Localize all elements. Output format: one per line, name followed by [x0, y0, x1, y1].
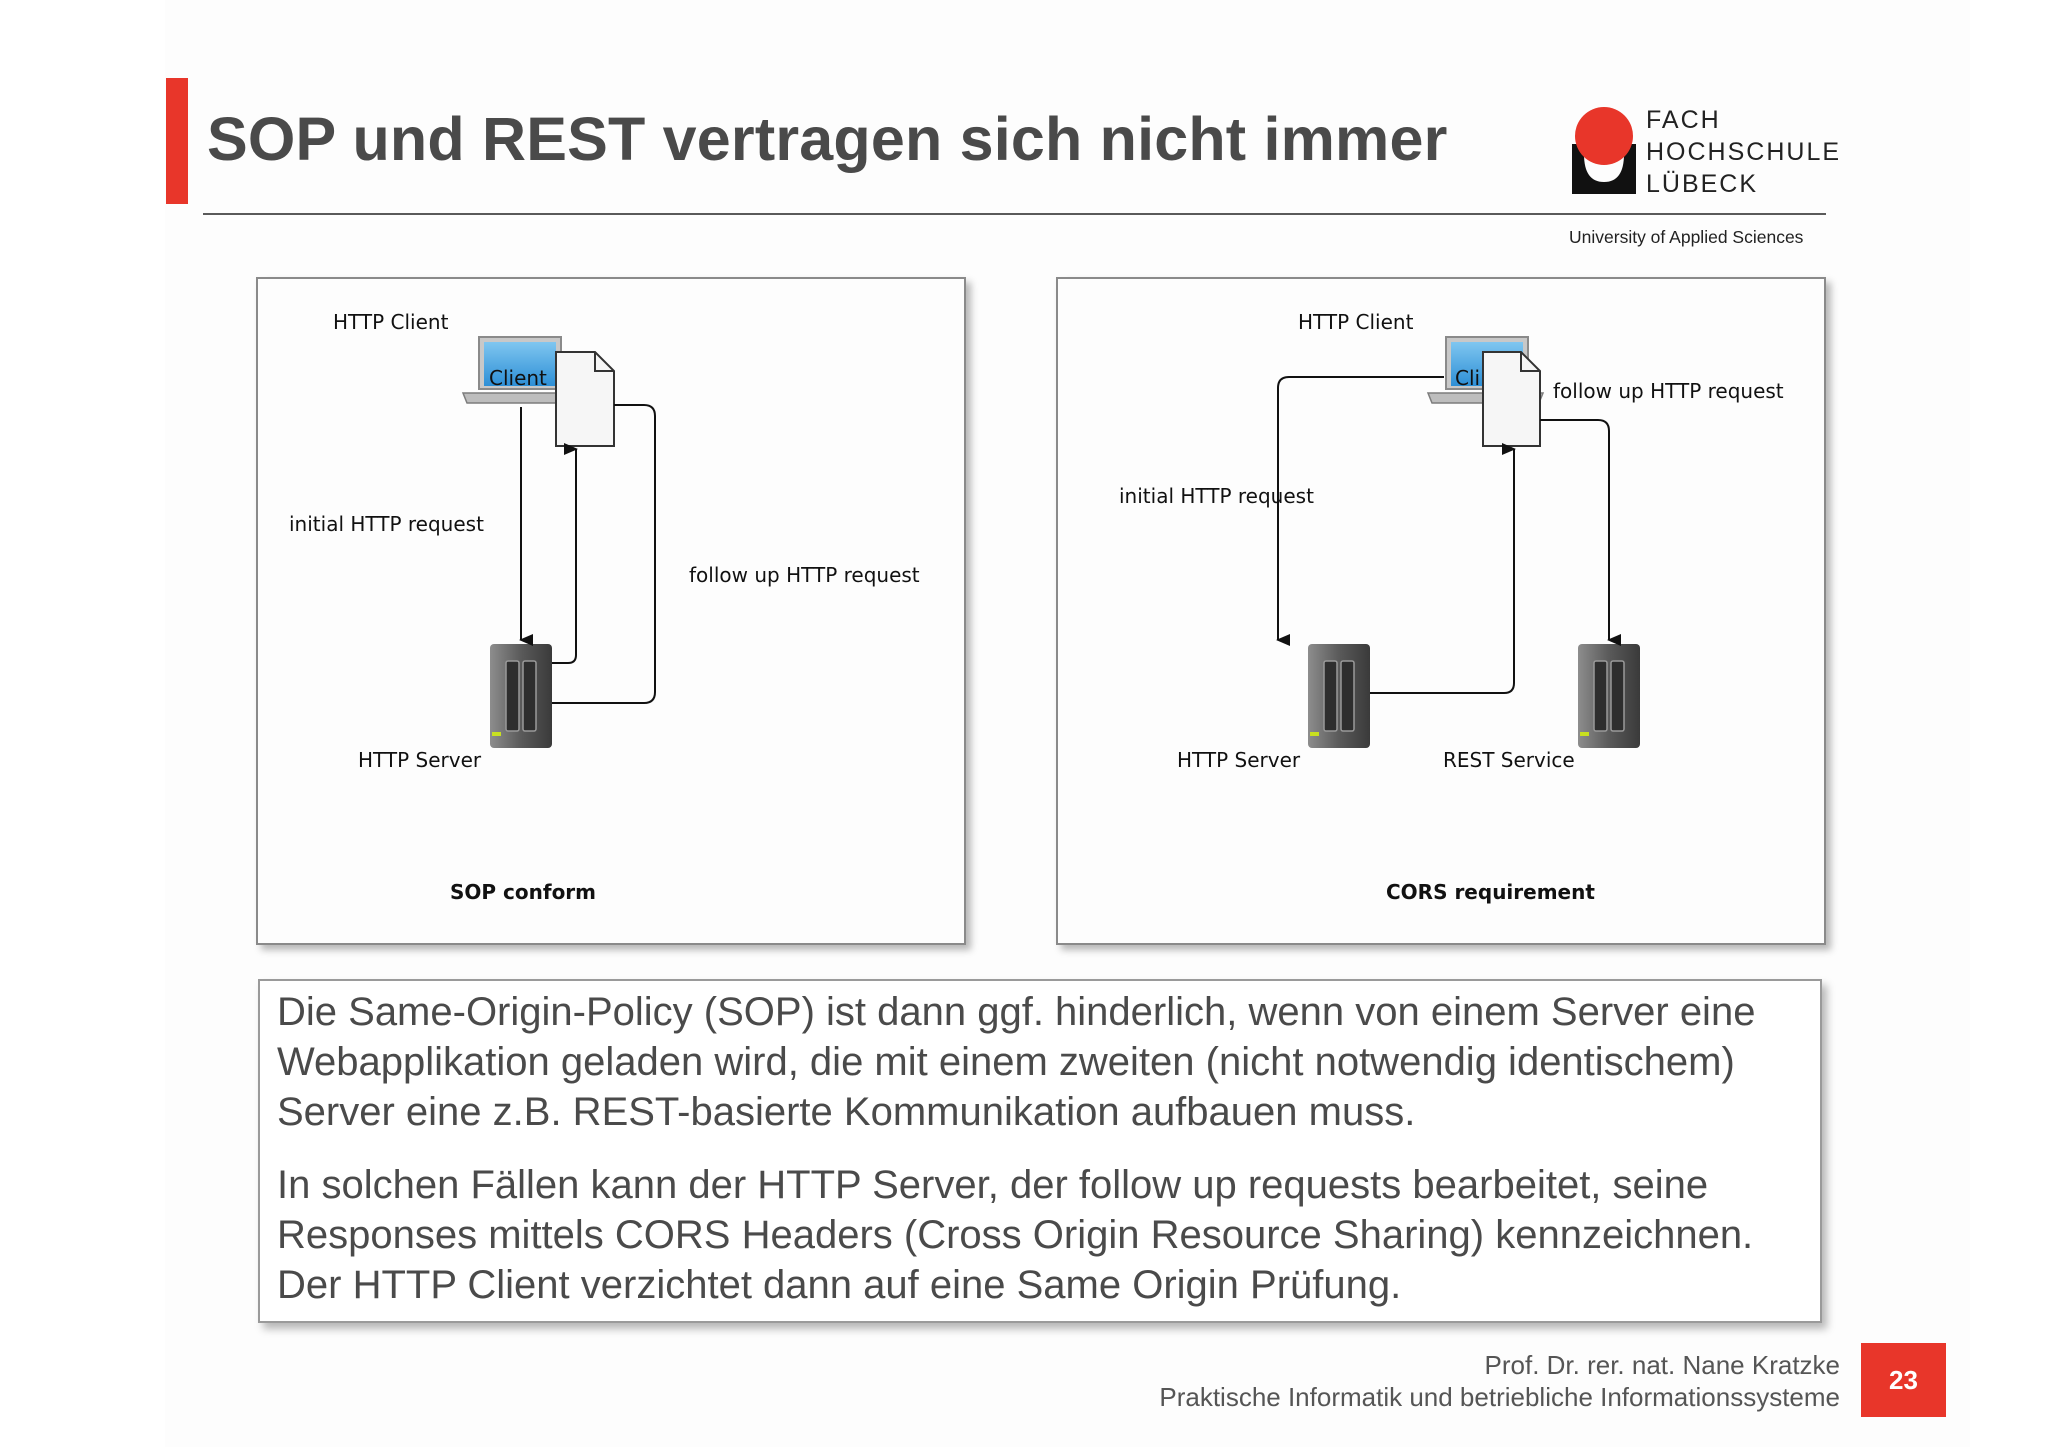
client-screen-label: Client — [489, 366, 547, 390]
cors-diagram-canvas — [1276, 336, 1640, 748]
diagram-caption: SOP conform — [450, 880, 597, 904]
http-client-label: HTTP Client — [1298, 310, 1414, 334]
server-icon — [490, 644, 552, 748]
follow-up-request-arrow — [1540, 419, 1621, 646]
logo-line-1: FACH — [1646, 106, 1721, 134]
initial-request-label: initial HTTP request — [289, 512, 484, 536]
slide-title: SOP und REST vertragen sich nicht immer — [207, 105, 1448, 173]
client-screen-label: Cli — [1455, 366, 1481, 390]
document-icon — [1482, 351, 1541, 447]
http-server-icon — [1308, 644, 1370, 748]
follow-up-request-line — [552, 404, 656, 704]
rest-service-label: REST Service — [1443, 748, 1575, 772]
document-response-arrow — [1370, 443, 1516, 694]
http-server-label: HTTP Server — [358, 748, 482, 772]
diagram-cors-requirement: HTTP Client Cli follow up HTTP request i… — [1056, 277, 1826, 945]
diagram-caption: CORS requirement — [1386, 880, 1595, 904]
sop-diagram-canvas — [461, 336, 656, 748]
logo-line-3: LÜBECK — [1646, 170, 1759, 198]
initial-request-label: initial HTTP request — [1119, 484, 1314, 508]
explanation-paragraph-2: In solchen Fällen kann der HTTP Server, … — [277, 1163, 1754, 1307]
document-icon — [555, 351, 615, 447]
document-response-arrow — [552, 443, 578, 664]
logo-line-2: HOCHSCHULE — [1646, 138, 1842, 166]
http-client-label: HTTP Client — [333, 310, 449, 334]
logo-wordmark: FACH HOCHSCHULE LÜBECK — [1646, 104, 1841, 200]
diagram-sop-conform: HTTP Client Client initial HTTP request … — [256, 277, 966, 945]
follow-up-request-label: follow up HTTP request — [689, 563, 920, 587]
initial-request-arrow — [1276, 376, 1444, 646]
footer-course: Praktische Informatik und betriebliche I… — [1159, 1382, 1840, 1412]
rest-service-icon — [1578, 644, 1640, 748]
http-server-label: HTTP Server — [1177, 748, 1301, 772]
title-accent-bar — [166, 78, 188, 204]
explanation-paragraph-1: Die Same-Origin-Policy (SOP) ist dann gg… — [277, 990, 1756, 1134]
explanation-box: Die Same-Origin-Policy (SOP) ist dann gg… — [258, 979, 1822, 1323]
logo-emblem-icon — [1572, 107, 1636, 194]
follow-up-request-label: follow up HTTP request — [1553, 379, 1784, 403]
university-logo: FACH HOCHSCHULE LÜBECK — [1570, 104, 1840, 204]
page-number: 23 — [1861, 1343, 1946, 1417]
title-divider — [203, 213, 1826, 215]
footer-author: Prof. Dr. rer. nat. Nane Kratzke — [1484, 1350, 1840, 1380]
university-tagline: University of Applied Sciences — [1569, 227, 1804, 247]
